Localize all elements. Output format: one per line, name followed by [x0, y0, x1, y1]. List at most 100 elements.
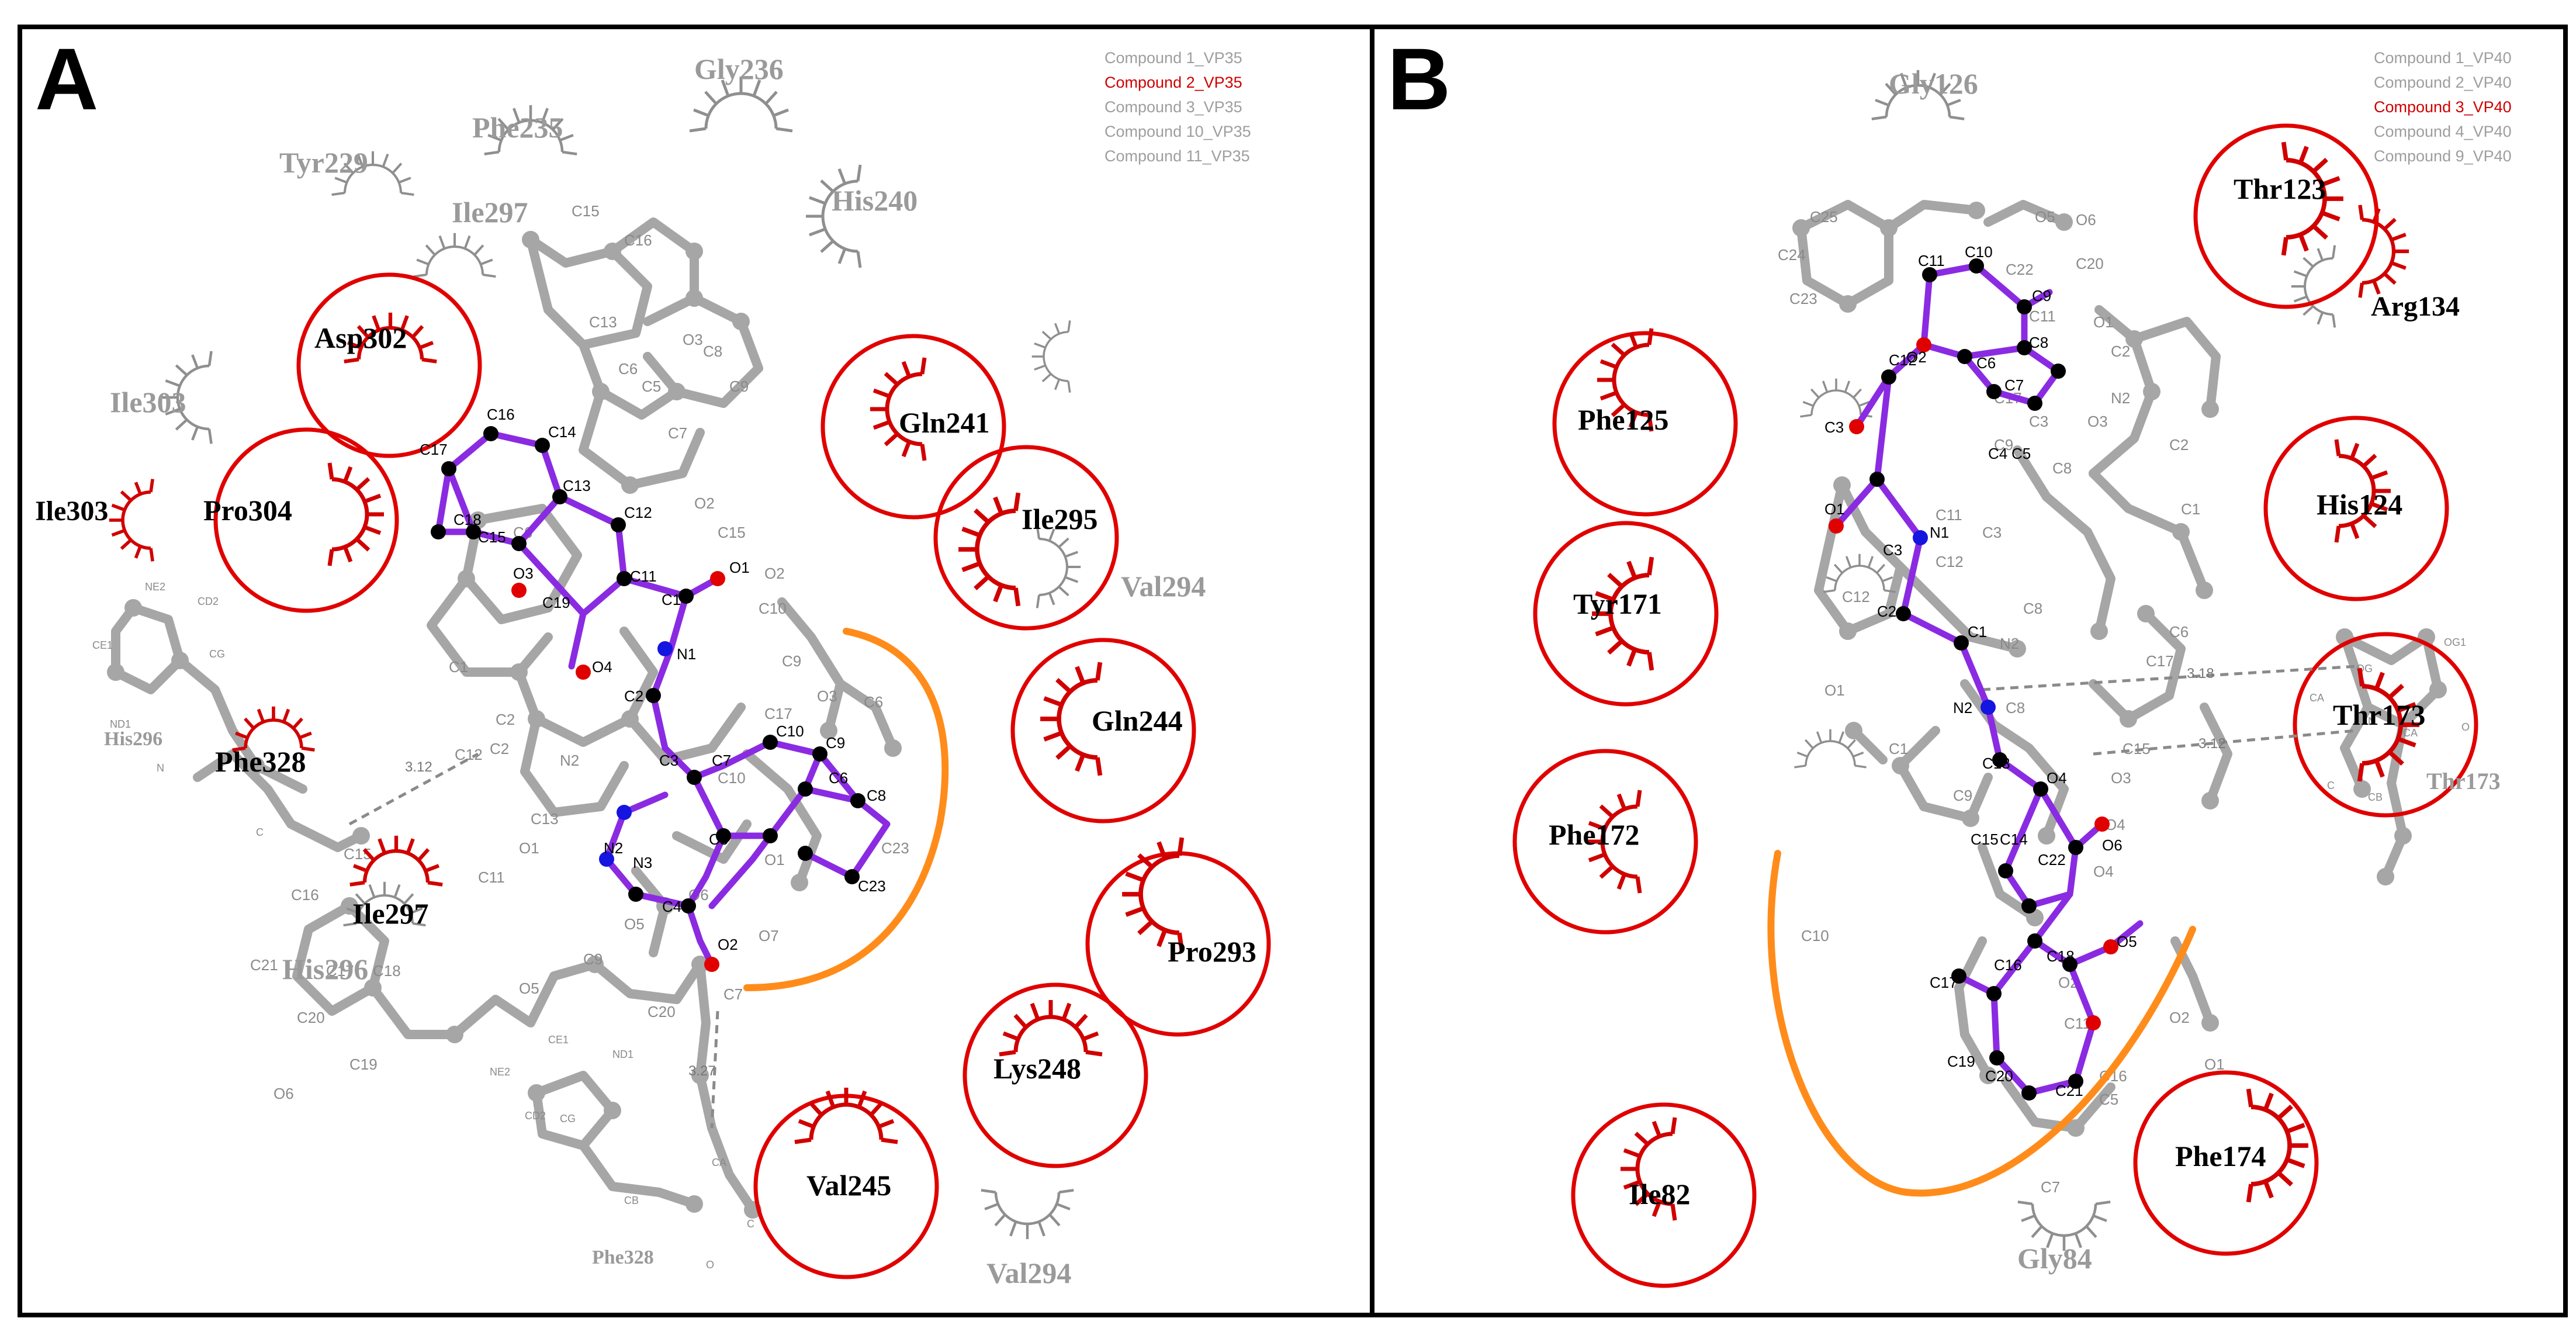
svg-text:O5: O5 [624, 915, 645, 933]
svg-text:N1: N1 [677, 645, 696, 663]
svg-text:Val245: Val245 [806, 1169, 891, 1202]
svg-text:C4: C4 [1988, 445, 2007, 462]
svg-text:O1: O1 [2093, 313, 2114, 331]
svg-text:N2: N2 [560, 752, 579, 769]
svg-text:C10: C10 [718, 769, 746, 787]
svg-text:C18: C18 [373, 962, 401, 980]
svg-text:C9: C9 [782, 652, 801, 670]
svg-text:O: O [706, 1259, 714, 1271]
svg-text:C15: C15 [478, 528, 506, 546]
svg-text:C18: C18 [2047, 947, 2075, 965]
svg-text:Tyr229: Tyr229 [279, 146, 368, 179]
svg-text:C9: C9 [1953, 787, 1972, 804]
svg-text:CD2: CD2 [198, 596, 219, 607]
svg-text:O3: O3 [2087, 413, 2108, 430]
highlighted-ligand-atoms [431, 426, 865, 914]
svg-text:His124: His124 [2317, 488, 2402, 521]
svg-text:Gly84: Gly84 [2017, 1242, 2092, 1275]
svg-text:ND1: ND1 [612, 1049, 633, 1060]
svg-text:C17: C17 [420, 441, 448, 458]
svg-text:C19: C19 [349, 1056, 378, 1073]
svg-text:C8: C8 [2023, 600, 2042, 617]
svg-text:Gly236: Gly236 [694, 53, 784, 85]
svg-text:C20: C20 [648, 1003, 676, 1020]
svg-text:O4: O4 [2047, 769, 2067, 787]
svg-text:C25: C25 [1810, 208, 1838, 226]
highlighted-atom-labels: C10 C11 C9 C8 O2 C6 C7 C3 C12 C4 C5 O1 C… [1824, 243, 2137, 1099]
svg-text:Ile297: Ile297 [452, 196, 528, 229]
svg-text:C10: C10 [1965, 243, 1993, 261]
svg-text:Phe328: Phe328 [215, 745, 306, 778]
svg-text:Lys248: Lys248 [993, 1052, 1081, 1085]
svg-text:C16: C16 [487, 406, 515, 423]
residue-labels-circled: Asp302 Pro304 Gln241 Ile295 Gln244 Pro29… [203, 321, 1256, 1202]
highlighted-ligand-atoms [1869, 258, 2083, 1101]
legend-item: Compound 9_VP40 [2374, 147, 2512, 165]
svg-text:C9: C9 [826, 734, 845, 752]
distance-label: 3.18 [2187, 666, 2214, 681]
legend-item: Compound 1_VP35 [1105, 49, 1242, 67]
svg-text:C3: C3 [1824, 418, 1844, 436]
svg-text:C9: C9 [2032, 287, 2051, 305]
svg-text:C11: C11 [478, 869, 505, 886]
panel-a-legend: Compound 1_VP35 Compound 2_VP35 Compound… [1105, 46, 1251, 168]
svg-text:C7: C7 [2041, 1178, 2060, 1196]
svg-text:C16: C16 [291, 886, 319, 904]
svg-text:C20: C20 [297, 1009, 325, 1026]
svg-text:C22: C22 [2006, 261, 2034, 278]
svg-text:OG1: OG1 [2444, 636, 2466, 648]
legend-item: Compound 11_VP35 [1105, 147, 1250, 165]
svg-text:Asp302: Asp302 [314, 321, 407, 354]
svg-text:CB: CB [624, 1195, 639, 1206]
svg-text:O5: O5 [2035, 208, 2055, 226]
svg-text:NE2: NE2 [490, 1066, 510, 1078]
svg-text:O6: O6 [2076, 211, 2096, 229]
svg-text:O3: O3 [683, 331, 703, 348]
svg-text:C8: C8 [2029, 334, 2048, 351]
svg-text:Pro304: Pro304 [203, 494, 292, 527]
panel-b: B Compound 1_VP40 Compound 2_VP40 Compou… [1370, 25, 2568, 1317]
distance-label: 3.12 [2198, 736, 2226, 752]
svg-text:N: N [2368, 715, 2376, 727]
svg-text:C21: C21 [250, 956, 278, 974]
svg-text:Ile297: Ile297 [352, 897, 429, 930]
svg-text:C11: C11 [2029, 307, 2056, 325]
svg-text:C13: C13 [1982, 755, 2010, 772]
svg-text:O4: O4 [2093, 863, 2114, 880]
svg-text:C9: C9 [583, 950, 603, 968]
svg-text:CD2: CD2 [525, 1110, 546, 1122]
svg-text:C13: C13 [563, 477, 591, 494]
svg-text:Val294: Val294 [986, 1257, 1071, 1289]
residue-label-arg134: Arg134 [2371, 291, 2460, 322]
grey-ligand-atoms [107, 231, 902, 1219]
svg-text:O1: O1 [519, 839, 539, 857]
svg-text:C2: C2 [1877, 603, 1896, 620]
svg-text:C3: C3 [1883, 541, 1902, 559]
residue-labels-small: His296 Phe328 [104, 728, 654, 1268]
svg-text:C10: C10 [759, 600, 787, 617]
svg-text:C: C [747, 1218, 754, 1230]
svg-text:C: C [2327, 780, 2335, 791]
svg-text:C15: C15 [572, 202, 600, 220]
distance-label: 3.27 [688, 1063, 716, 1079]
svg-text:C2: C2 [2111, 342, 2130, 360]
legend-item: Compound 4_VP40 [2374, 123, 2512, 140]
svg-text:O2: O2 [2169, 1009, 2190, 1026]
svg-text:N: N [157, 762, 164, 774]
svg-text:C12: C12 [1842, 588, 1870, 606]
svg-text:N2: N2 [2000, 635, 2019, 652]
svg-text:C12: C12 [455, 746, 483, 763]
svg-text:O5: O5 [519, 980, 539, 997]
legend-item-highlighted: Compound 2_VP35 [1105, 74, 1242, 91]
legend-item-highlighted: Compound 3_VP40 [2374, 98, 2512, 116]
svg-text:N2: N2 [604, 839, 623, 857]
svg-text:C11: C11 [1936, 506, 1962, 524]
svg-text:O1: O1 [1824, 681, 1845, 699]
hydrophobic-contour [743, 628, 949, 991]
svg-text:O1: O1 [2204, 1056, 2225, 1073]
heteroatoms [511, 571, 725, 972]
svg-text:C9: C9 [729, 378, 749, 395]
svg-text:C1: C1 [1889, 740, 1908, 757]
svg-text:C23: C23 [858, 877, 886, 895]
svg-text:C19: C19 [542, 594, 570, 611]
